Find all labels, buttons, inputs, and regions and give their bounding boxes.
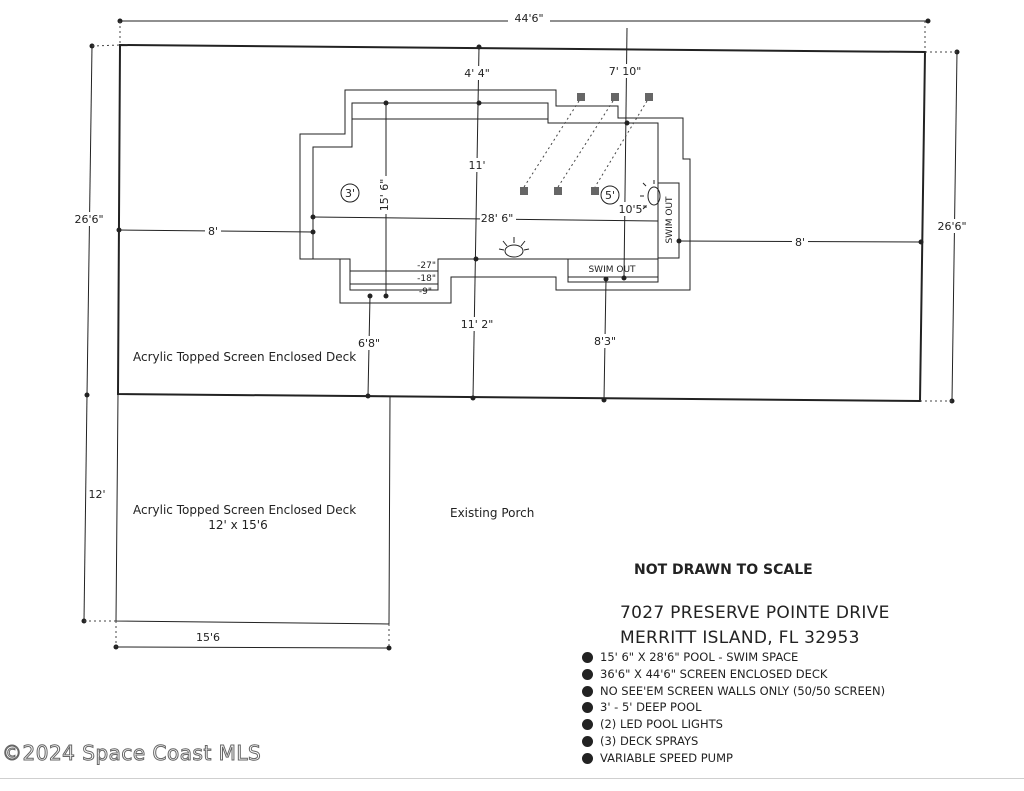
left-offset-dimension: 8': [116, 224, 316, 238]
overall-width-label: 44'6": [514, 12, 543, 25]
page-edge-divider: [0, 778, 1024, 779]
lower-deck-size-label: 12' x 15'6: [208, 518, 268, 532]
svg-text:3': 3': [345, 187, 355, 200]
right-height-dimension: 26'6": [920, 49, 970, 404]
step-label-1: -27": [417, 261, 436, 271]
bottom-right-dimension: 8'3": [592, 276, 618, 403]
deck-spray-icon: [520, 187, 528, 195]
watermark: ©2024 Space Coast MLS: [1, 741, 262, 766]
deck-sprays: [520, 93, 653, 195]
bullet-icon: [582, 652, 593, 663]
bullet-icon: [582, 735, 593, 747]
depth-marker-shallow: 3': [340, 183, 360, 203]
porch-label: Existing Porch: [450, 506, 534, 520]
lower-height-label: 12': [88, 488, 105, 501]
address-line-1: 7027 PRESERVE POINTE DRIVE: [620, 603, 890, 623]
top-right-dimension: 7' 10" 10'5": [606, 27, 648, 281]
swim-out-bottom: SWIM OUT: [567, 258, 659, 278]
pool-light-icon: [640, 180, 661, 210]
upper-deck-label: Acrylic Topped Screen Enclosed Deck: [133, 350, 356, 364]
deck-spray-icon: [645, 93, 653, 101]
bottom-right-label: 8'3": [594, 335, 616, 348]
lower-deck-label: Acrylic Topped Screen Enclosed Deck: [133, 503, 356, 517]
center-dimension: 4' 4" 11' 11' 2": [458, 44, 496, 401]
right-offset-label: 8': [795, 236, 805, 249]
step-label-3: -9": [419, 287, 432, 297]
pool-light-icon: [498, 237, 530, 258]
swim-out-right: SWIM OUT: [657, 182, 680, 259]
deck-spray-icon: [554, 187, 562, 195]
pool-length-label: 28' 6": [481, 212, 514, 225]
pool-length-dimension: 28' 6": [310, 211, 659, 225]
top-right-offset-label: 7' 10": [609, 65, 642, 78]
overall-width-dimension: 44'6": [117, 11, 931, 52]
bottom-mid-label: 11' 2": [461, 318, 494, 331]
pool-steps: -27" -18" -9": [350, 261, 438, 297]
left-height-label: 26'6": [74, 213, 103, 226]
pool-width-label: 15' 6": [378, 179, 391, 212]
left-height-dimension: 26'6": [72, 43, 121, 398]
pool-deck-outline: [299, 89, 691, 304]
bottom-left-dimension: 6'8": [356, 293, 382, 399]
bullet-icon: [582, 668, 593, 680]
deck-spray-icon: [591, 187, 599, 195]
lower-height-dimension: 12': [81, 394, 116, 624]
pool-outline: [312, 102, 659, 291]
swim-out-right-label: SWIM OUT: [665, 196, 675, 244]
bullet-icon: [582, 702, 593, 714]
upper-deck-outline: [116, 43, 927, 403]
scale-note: NOT DRAWN TO SCALE: [634, 562, 813, 578]
pool-width-dimension: 15' 6": [375, 100, 395, 299]
swim-out-bottom-label: SWIM OUT: [588, 265, 636, 275]
svg-text:5': 5': [605, 189, 615, 202]
right-offset-dimension: 8': [676, 235, 924, 249]
right-height-label: 26'6": [937, 220, 966, 233]
top-left-offset-label: 4' 4": [464, 67, 490, 80]
lower-width-label: 15'6: [196, 631, 220, 644]
pool-inner-label: 11': [468, 159, 485, 172]
bullet-icon: [582, 719, 593, 731]
step-label-2: -18": [417, 274, 436, 284]
left-offset-label: 8': [208, 225, 218, 238]
address-line-2: MERRITT ISLAND, FL 32953: [620, 628, 860, 648]
depth-marker-deep: 5': [600, 185, 620, 205]
swim-out-width-label: 10'5": [618, 203, 647, 216]
lower-width-dimension: 15'6: [113, 621, 392, 651]
bullet-icon: [582, 685, 593, 697]
bottom-left-label: 6'8": [358, 337, 380, 350]
bullet-icon: [582, 752, 593, 764]
deck-spray-icon: [611, 93, 619, 101]
deck-spray-icon: [577, 93, 585, 101]
